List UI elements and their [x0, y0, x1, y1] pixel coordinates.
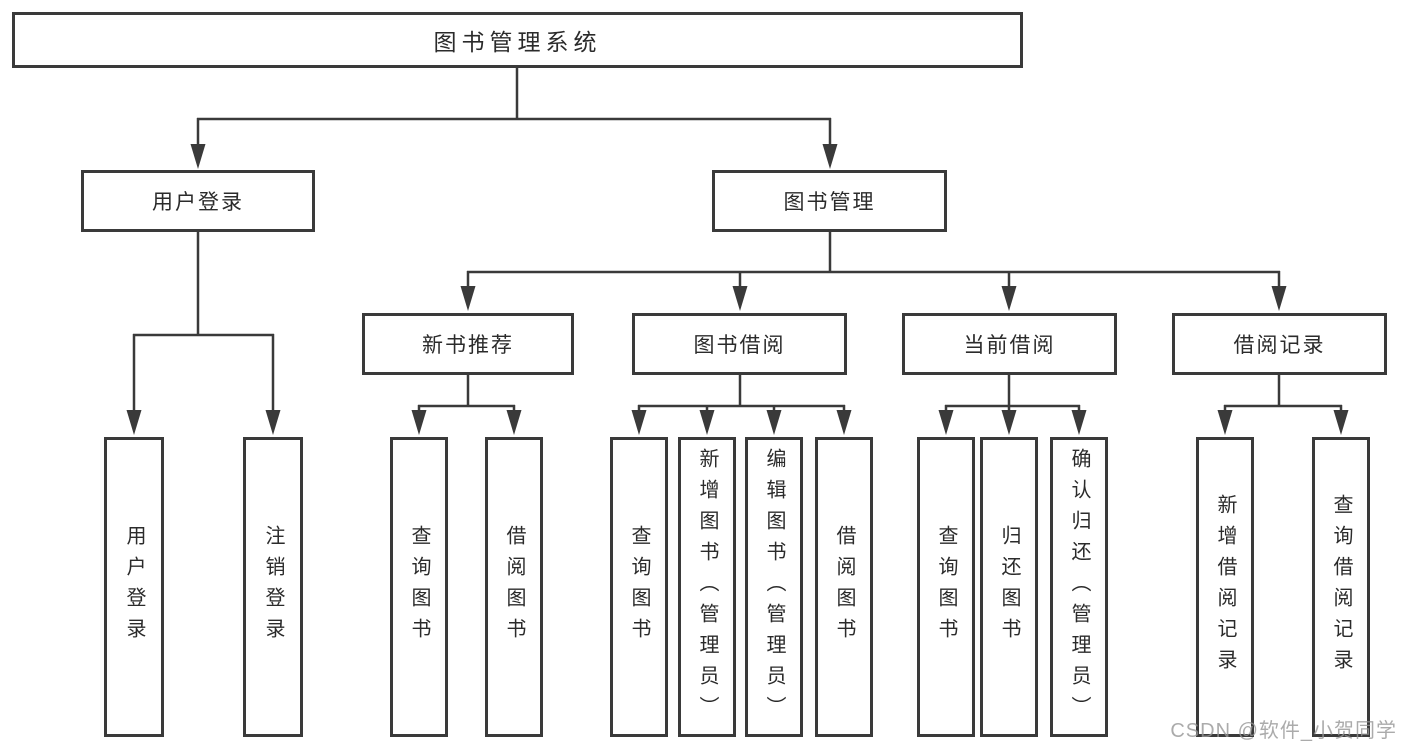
- node-library-management-system: 图书管理系统: [12, 12, 1023, 68]
- node-label: 借阅记录: [1233, 334, 1326, 357]
- leaf-label: 新增借阅记录: [1214, 494, 1236, 680]
- leaf-label: 查询图书: [408, 525, 430, 649]
- leaf-label: 查询借阅记录: [1330, 494, 1352, 680]
- leaf-confirm-return-admin: 确认归还（管理员）: [1050, 437, 1108, 737]
- leaf-label: 查询图书: [935, 525, 957, 649]
- node-book-borrowing: 图书借阅: [632, 313, 847, 375]
- leaf-borrow-books-recommend: 借阅图书: [485, 437, 543, 737]
- leaf-add-borrow-record: 新增借阅记录: [1196, 437, 1254, 737]
- node-label: 新书推荐: [422, 334, 514, 357]
- node-label: 用户登录: [152, 191, 244, 214]
- node-label: 图书管理系统: [433, 29, 602, 55]
- node-book-management: 图书管理: [712, 170, 947, 232]
- leaf-query-books-current: 查询图书: [917, 437, 975, 737]
- csdn-watermark: CSDN @软件_小贺同学: [1170, 720, 1397, 742]
- node-label: 当前借阅: [963, 334, 1056, 357]
- leaf-label: 编辑图书（管理员）: [763, 447, 785, 727]
- leaf-label: 确认归还（管理员）: [1068, 447, 1090, 727]
- node-user-login: 用户登录: [81, 170, 315, 232]
- leaf-label: 用户登录: [123, 525, 145, 649]
- node-label: 图书管理: [783, 191, 876, 214]
- leaf-logout: 注销登录: [243, 437, 303, 737]
- node-label: 图书借阅: [693, 334, 786, 357]
- leaf-label: 新增图书（管理员）: [696, 447, 718, 727]
- leaf-borrow-books: 借阅图书: [815, 437, 873, 737]
- leaf-label: 归还图书: [998, 525, 1020, 649]
- leaf-label: 注销登录: [262, 525, 284, 649]
- leaf-label: 查询图书: [628, 525, 650, 649]
- node-new-book-recommendation: 新书推荐: [362, 313, 574, 375]
- leaf-edit-book-admin: 编辑图书（管理员）: [745, 437, 803, 737]
- leaf-query-borrow-record: 查询借阅记录: [1312, 437, 1370, 737]
- leaf-user-login: 用户登录: [104, 437, 164, 737]
- node-borrowing-records: 借阅记录: [1172, 313, 1387, 375]
- leaf-label: 借阅图书: [503, 525, 525, 649]
- leaf-return-books: 归还图书: [980, 437, 1038, 737]
- leaf-query-books-borrow: 查询图书: [610, 437, 668, 737]
- node-current-borrowing: 当前借阅: [902, 313, 1117, 375]
- leaf-query-books-recommend: 查询图书: [390, 437, 448, 737]
- leaf-label: 借阅图书: [833, 525, 855, 649]
- leaf-add-book-admin: 新增图书（管理员）: [678, 437, 736, 737]
